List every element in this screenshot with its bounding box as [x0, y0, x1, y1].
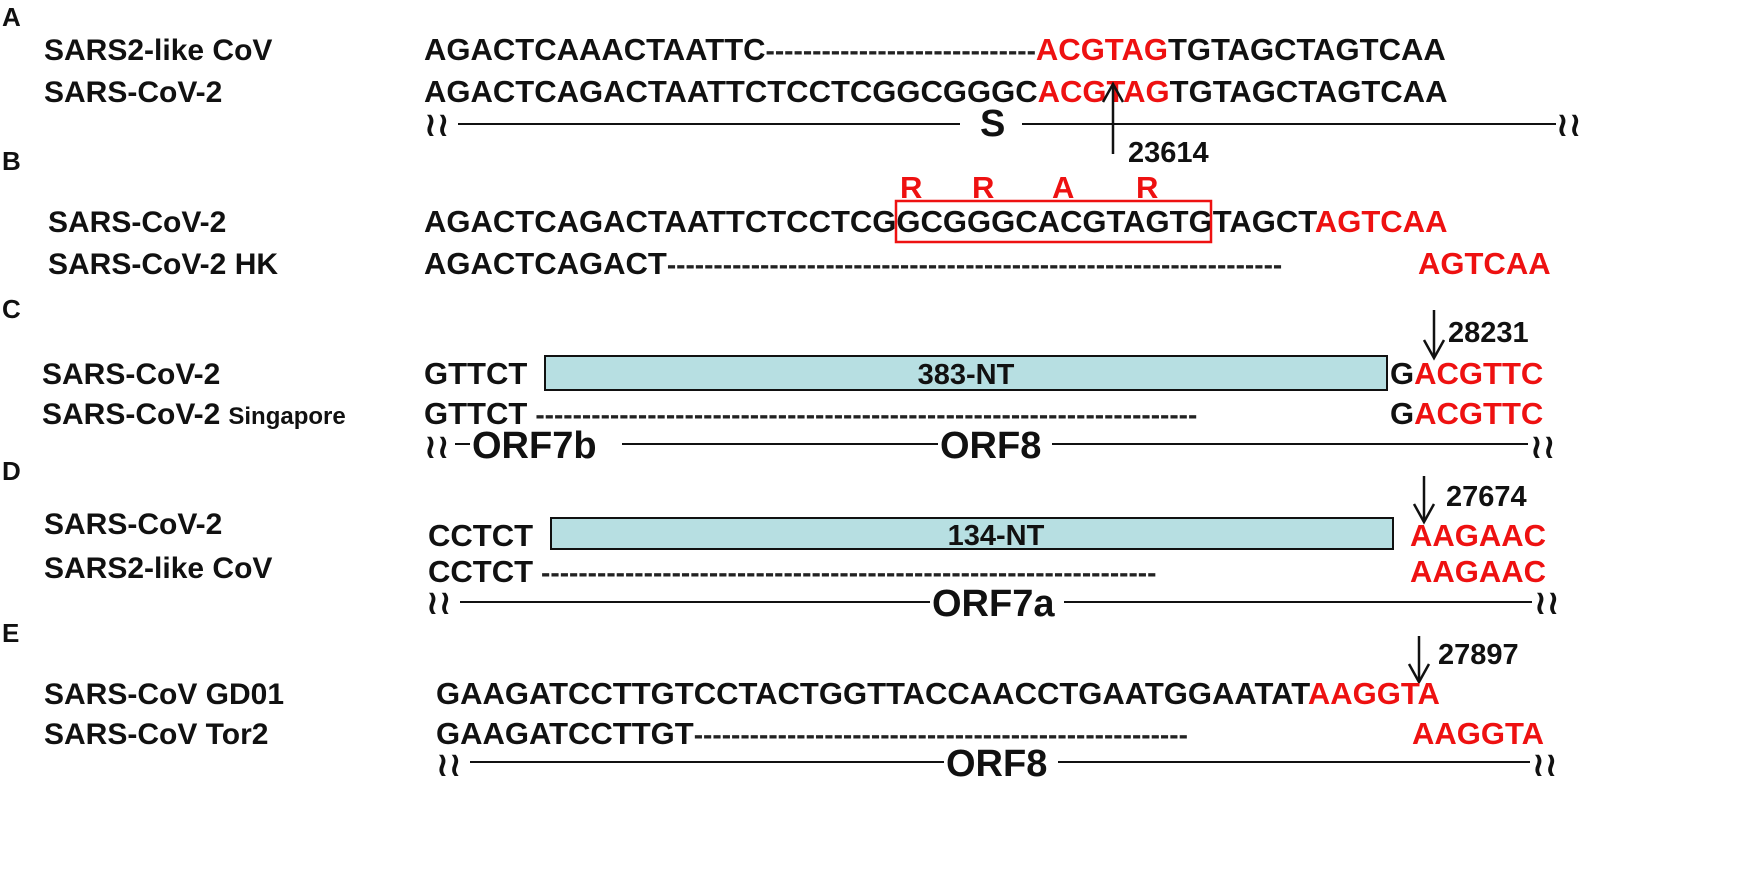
- panel-a-gene-label: S: [980, 103, 1005, 145]
- break-mark-icon: ≀≀: [1534, 583, 1560, 623]
- panel-e-row1-sequence: GAAGATCCTTGTCCTACTGGTTACCAACCTGAATGGAATA…: [436, 676, 1440, 711]
- motif-residue: A: [1052, 170, 1074, 205]
- arrow-icon: [1101, 81, 1125, 154]
- break-mark-icon: ≀≀: [424, 427, 450, 467]
- panel-c-label: C: [2, 294, 21, 324]
- furin-site-box: [894, 199, 1213, 244]
- panel-a-label: A: [2, 2, 21, 32]
- panel-c-deletion-label: 383-NT: [918, 359, 1015, 391]
- panel-b-row1-name: SARS-CoV-2: [48, 206, 226, 239]
- panel-b-row2-sequence: AGACTCAGACT-----------------------------…: [424, 246, 1282, 281]
- panel-e-position: 27897: [1438, 639, 1519, 671]
- panel-d-row2-sequence: CCTCT-----------------------------------…: [428, 554, 1156, 589]
- deletion-box: [550, 517, 1394, 550]
- panel-c-row1-name: SARS-CoV-2: [42, 358, 220, 391]
- panel-a-row1-name: SARS2-like CoV: [44, 34, 272, 67]
- panel-e-row2-sequence: GAAGATCCTTGT----------------------------…: [436, 716, 1188, 751]
- panel-b-row2-red: AGTCAA: [1418, 246, 1551, 281]
- motif-residue: R: [900, 170, 922, 205]
- panel-b-row1-sequence: AGACTCAGACTAATTCTCCTCGGCGGGCACGTAGTGTAGC…: [424, 204, 1447, 239]
- panel-e-row1-name: SARS-CoV GD01: [44, 678, 284, 711]
- panel-b-label: B: [2, 146, 21, 176]
- panel-d-row1-name: SARS-CoV-2: [44, 508, 222, 541]
- panel-d-label: D: [2, 456, 21, 486]
- panel-d: D 27674 SARS-CoV-2 CCTCT 134-NT AAGAAC S…: [2, 456, 1560, 625]
- panel-e-gene-label: ORF8: [946, 743, 1047, 785]
- panel-a-row2-sequence: AGACTCAGACTAATTCTCCTCGGCGGGCACGTAGTGTAGC…: [424, 74, 1447, 109]
- break-mark-icon: ≀≀: [426, 583, 452, 623]
- panel-b: B R R A R SARS-CoV-2 AGACTCAGACTAATTCTCC…: [2, 146, 1551, 281]
- arrow-icon: [1412, 476, 1436, 525]
- panel-c: C 28231 SARS-CoV-2 GTTCT 383-NT GACGTTC …: [2, 294, 1556, 467]
- panel-d-row1-red: AAGAAC: [1410, 518, 1546, 553]
- panel-c-row2-sequence: GTTCT-----------------------------------…: [424, 396, 1197, 431]
- panel-a: A SARS2-like CoV AGACTCAAACTAATTC-------…: [2, 2, 1582, 169]
- panel-c-row1-seq-pre: GTTCT: [424, 356, 527, 391]
- panel-c-gene-orf7b: ORF7b: [472, 425, 597, 467]
- panel-d-row2-name: SARS2-like CoV: [44, 552, 272, 585]
- panel-e: E 27897 SARS-CoV GD01 GAAGATCCTTGTCCTACT…: [2, 618, 1558, 785]
- motif-residue: R: [1136, 170, 1158, 205]
- panel-a-row1-sequence: AGACTCAAACTAATTC------------------------…: [424, 32, 1446, 67]
- panel-c-row1-sequence-end: GACGTTC: [1390, 356, 1543, 391]
- panel-d-row2-red: AAGAAC: [1410, 554, 1546, 589]
- panel-c-position: 28231: [1448, 317, 1529, 349]
- panel-c-row2-sequence-end: GACGTTC: [1390, 396, 1543, 431]
- panel-a-row2-name: SARS-CoV-2: [44, 76, 222, 109]
- panel-e-row2-name: SARS-CoV Tor2: [44, 718, 268, 751]
- panel-c-gene-orf8: ORF8: [940, 425, 1041, 467]
- arrow-icon: [1407, 636, 1431, 685]
- panel-d-gene-label: ORF7a: [932, 583, 1055, 625]
- panel-d-deletion-label: 134-NT: [948, 520, 1045, 552]
- arrow-icon: [1422, 310, 1446, 361]
- panel-d-position: 27674: [1446, 481, 1527, 513]
- break-mark-icon: ≀≀: [436, 745, 462, 785]
- panel-d-row1-seq-pre: CCTCT: [428, 518, 533, 553]
- panel-e-label: E: [2, 618, 19, 648]
- panel-e-row2-red: AAGGTA: [1412, 716, 1544, 751]
- panel-a-position: 23614: [1128, 137, 1209, 169]
- deletion-box: [544, 355, 1388, 391]
- panel-b-row2-name: SARS-CoV-2 HK: [48, 248, 278, 281]
- break-mark-icon: ≀≀: [424, 105, 450, 145]
- break-mark-icon: ≀≀: [1556, 105, 1582, 145]
- break-mark-icon: ≀≀: [1530, 427, 1556, 467]
- break-mark-icon: ≀≀: [1532, 745, 1558, 785]
- motif-residue: R: [972, 170, 994, 205]
